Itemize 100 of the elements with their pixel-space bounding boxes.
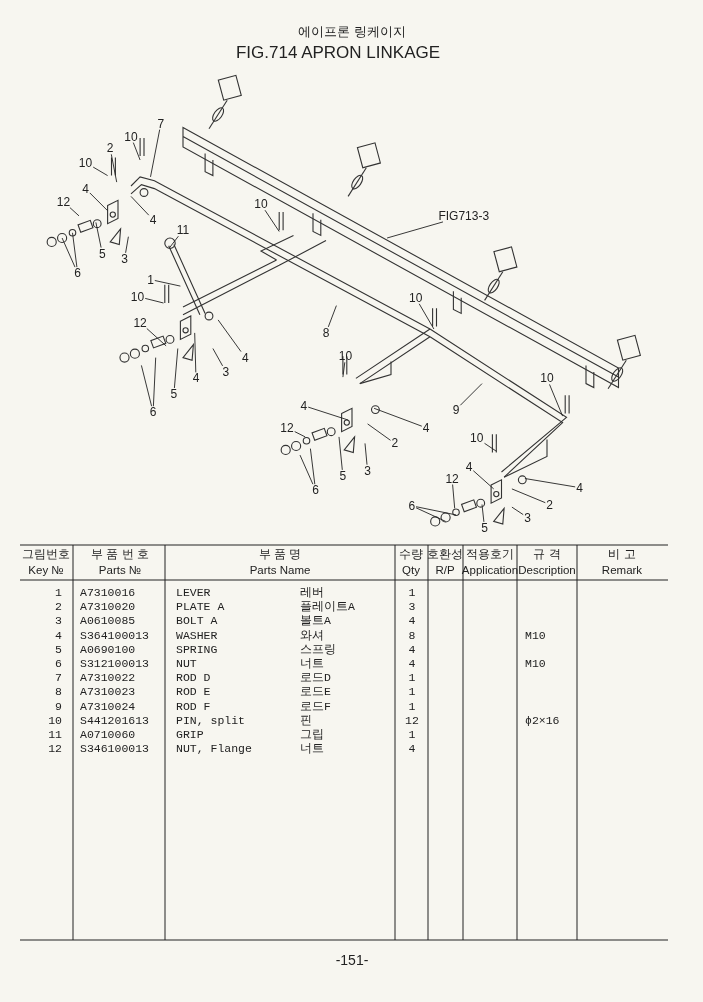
callout-number: 9 [451,403,461,416]
part-name: WASHER [176,629,218,642]
column-header: 부 품 명 [258,549,302,561]
column-header: 부 품 번 호 [91,549,149,561]
leader-line [484,442,497,452]
callout-number: 4 [241,351,250,364]
part-number: A7310020 [80,601,136,613]
callout-number: 3 [523,511,532,524]
callout-number: 4 [299,399,309,412]
column-header: Description [518,565,576,577]
part-name: 너트 [300,658,324,670]
leader-line [307,406,349,421]
leader-line [418,303,435,330]
leader-line [69,207,80,217]
quantity: 1 [408,686,416,699]
leader-line [373,407,423,427]
callout-number: 8 [321,326,331,339]
column-header: R/P [435,565,455,577]
leader-line [549,383,564,417]
callout-number: 6 [148,406,158,419]
quantity: 8 [408,629,416,642]
callout-number: 10 [408,291,424,304]
part-number: S312100013 [80,658,149,670]
key-number: 10 [48,715,62,727]
leader-line [132,142,141,161]
callout-number: 6 [311,484,320,497]
quantity: 4 [408,658,416,670]
part-name: SPRING [176,644,218,656]
leader-line [150,129,161,178]
description: M10 [525,629,546,642]
callout-number: 3 [221,365,231,378]
callout-number: 2 [105,142,115,155]
part-name: 로드E [300,686,331,699]
callout-number: 12 [279,421,295,434]
quantity: 1 [408,729,416,741]
subtitle: 에이프론 링케이지 [298,24,406,38]
callout-number: 2 [545,498,554,511]
callout-number: 4 [464,460,474,473]
leader-line [367,423,391,441]
part-name: 볼트A [300,615,331,628]
key-number: 5 [55,644,62,656]
description: ϕ2×16 [525,715,560,727]
leader-line [92,166,109,177]
key-number: 3 [55,615,62,628]
leader-line [130,195,150,216]
leader-line [72,232,78,268]
leader-line [299,454,314,485]
callout-number: 3 [363,464,372,477]
leader-line [217,319,242,353]
quantity: 3 [408,601,416,613]
part-number: A0690100 [80,644,136,656]
leader-line [194,332,197,373]
leader-line [61,237,76,268]
quantity: 12 [405,715,419,727]
part-name: PIN, split [176,715,245,727]
callout-number: 5 [98,247,107,260]
column-header: 비 고 [608,549,636,561]
column-header: Remark [601,565,643,577]
key-number: 2 [55,601,62,613]
callout-number: 10 [77,156,94,169]
part-name: 로드D [300,672,331,684]
quantity: 4 [408,615,416,628]
leader-line [110,153,118,183]
column-header: 그림번호 [22,549,70,561]
key-number: 4 [55,629,62,642]
part-name: BOLT A [176,615,218,628]
column-header: Parts № [98,565,142,577]
leader-line [364,442,368,466]
callout-number: 4 [148,213,158,226]
leader-line [95,221,102,249]
leader-line [212,348,224,367]
callout-number: 10 [337,350,354,363]
column-header: Application [461,565,519,577]
column-header: Key № [28,565,64,577]
callout-number: FIG713-3 [437,209,491,222]
leader-line [154,280,181,287]
column-header: Parts Name [249,565,311,577]
part-name: NUT, Flange [176,743,252,755]
callout-number: 3 [120,252,129,265]
leader-line [472,470,495,490]
leader-line [524,478,576,488]
callout-number: 6 [73,267,83,280]
callout-number: 12 [132,316,148,329]
part-name: 와셔 [300,629,324,642]
column-header: 수량 [399,549,423,561]
callout-number: 10 [469,432,485,445]
part-name: 플레이트A [300,601,355,613]
callout-number: 4 [81,182,90,195]
description: M10 [525,658,546,670]
callout-number: 7 [156,117,166,130]
part-name: 핀 [300,715,312,727]
callout-number: 4 [421,421,431,434]
leader-line [459,383,483,406]
leader-line [294,431,306,438]
quantity: 4 [408,644,416,656]
leader-line [338,436,343,471]
quantity: 1 [408,700,416,713]
callout-number: 1 [146,273,155,286]
column-header: 적용호기 [466,549,514,561]
leader-line [309,448,316,485]
